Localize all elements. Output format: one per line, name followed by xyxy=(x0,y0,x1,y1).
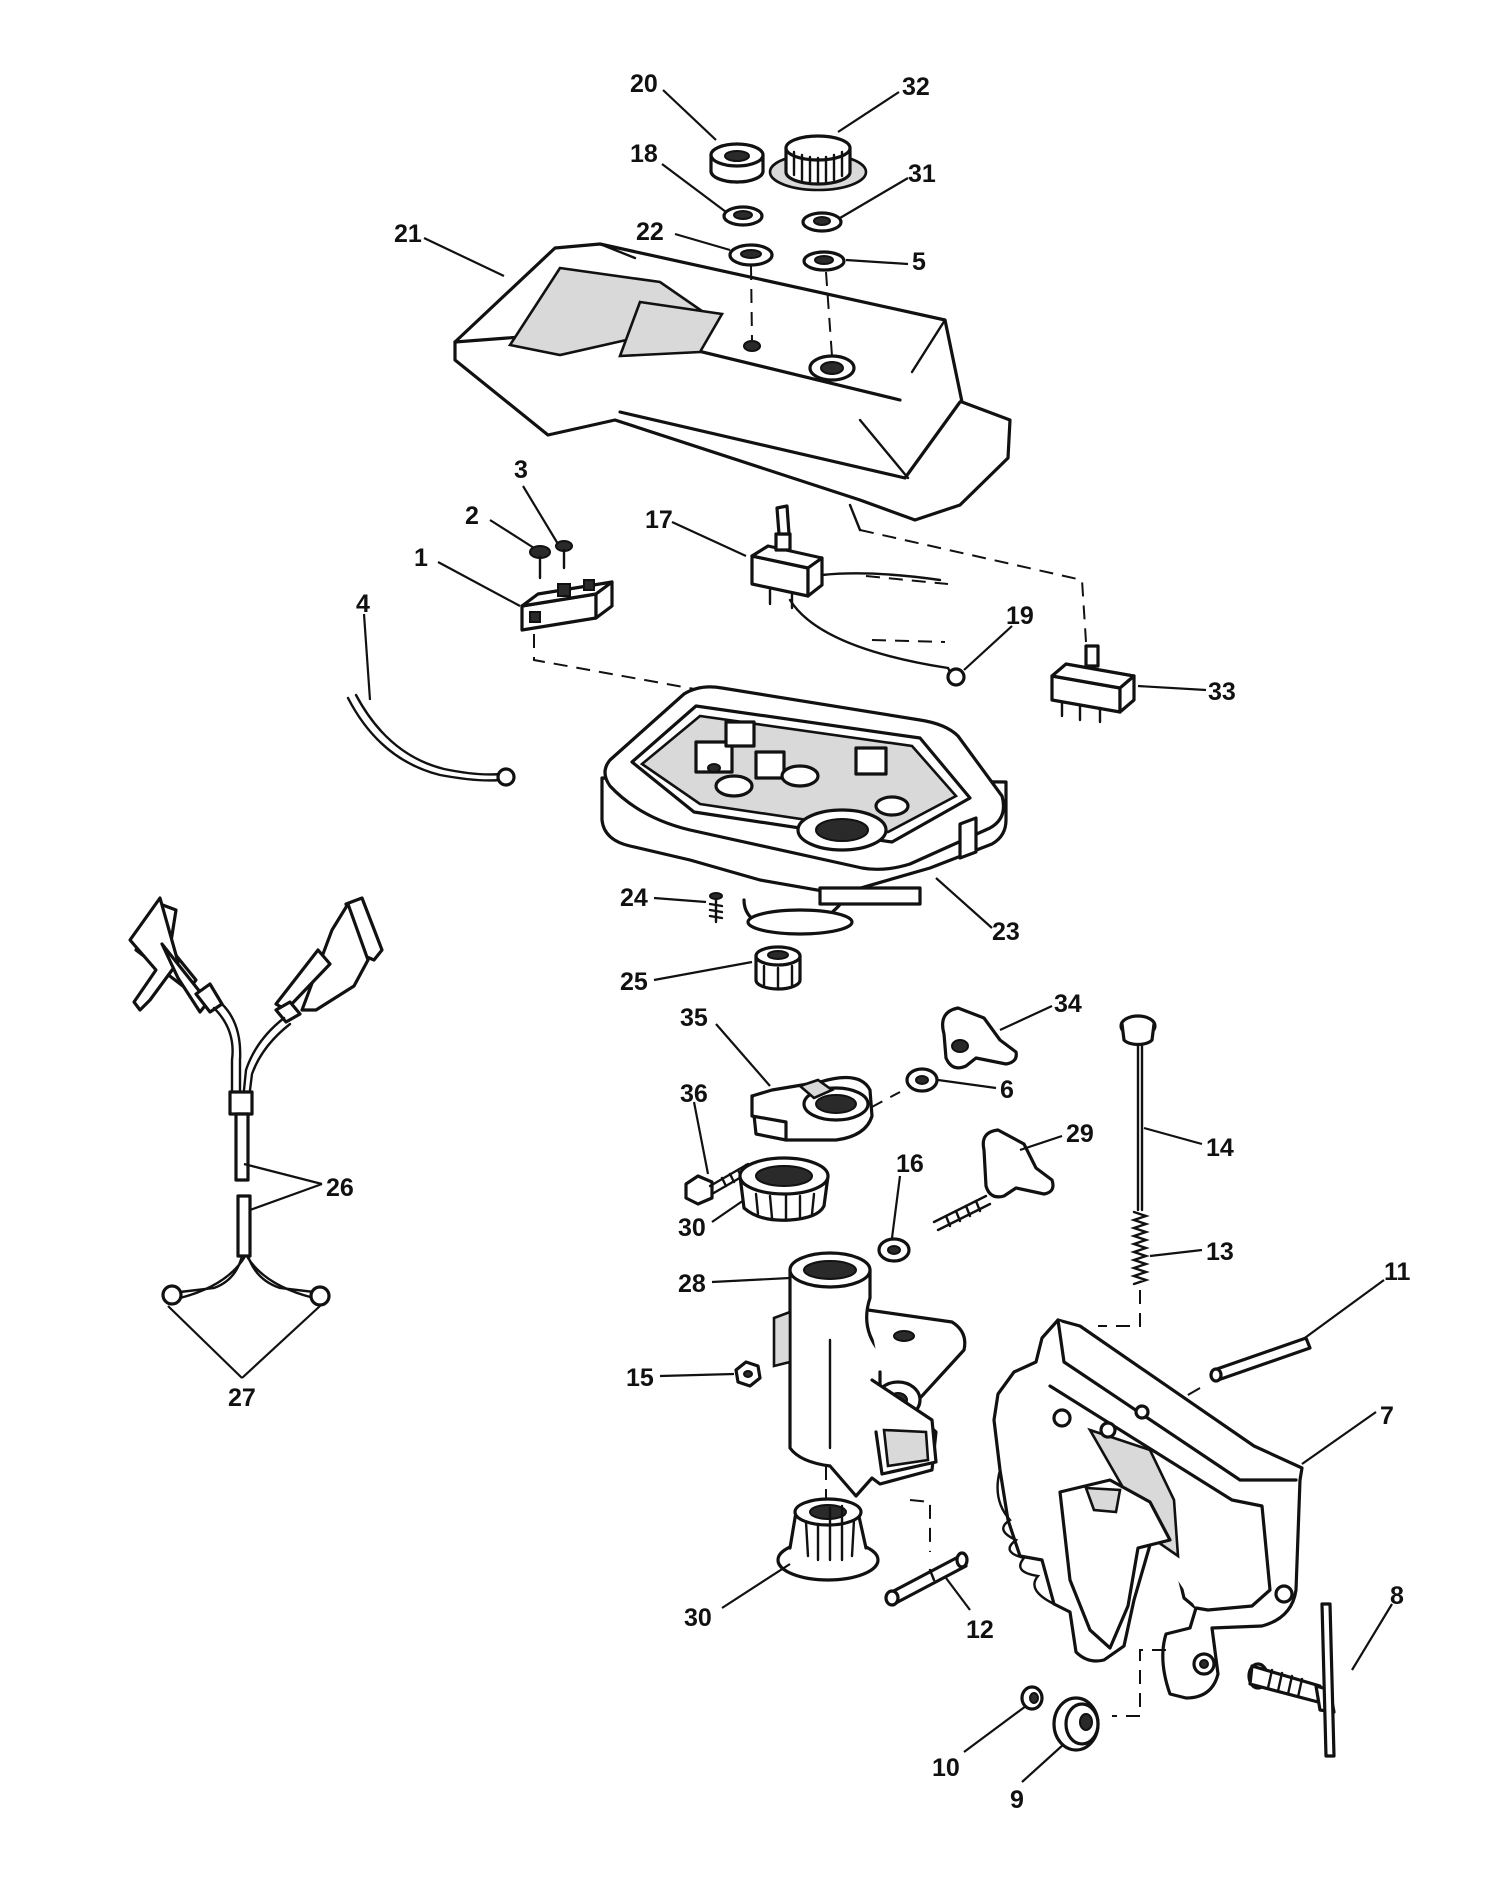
callout-2: 2 xyxy=(465,502,479,530)
part-30-upper-bushing xyxy=(738,1156,830,1222)
part-34-wing-nut xyxy=(941,1006,1018,1070)
part-20-cap-nut xyxy=(709,142,765,184)
callout-27: 27 xyxy=(228,1384,256,1412)
callout-33: 33 xyxy=(1208,678,1236,706)
part-21-pedal-housing xyxy=(453,242,1012,532)
part-16-washer xyxy=(877,1237,911,1263)
callout-28: 28 xyxy=(678,1270,706,1298)
callout-24: 24 xyxy=(620,884,648,912)
part-1-terminal-block xyxy=(520,579,614,632)
callout-5: 5 xyxy=(912,248,926,276)
part-31-nut xyxy=(801,211,843,233)
part-32-control-knob xyxy=(768,134,868,192)
callout-18: 18 xyxy=(630,140,658,168)
part-12-pivot-pin xyxy=(884,1551,969,1607)
part-9-swivel-pad xyxy=(1052,1696,1100,1752)
callout-19: 19 xyxy=(1006,602,1034,630)
callout-12: 12 xyxy=(966,1616,994,1644)
callout-8: 8 xyxy=(1390,1582,1404,1610)
part-28-swivel-bracket xyxy=(772,1251,967,1498)
callout-11: 11 xyxy=(1384,1258,1411,1286)
callout-13: 13 xyxy=(1206,1238,1234,1266)
callout-10: 10 xyxy=(932,1754,960,1782)
callout-30-lower: 30 xyxy=(684,1604,712,1632)
callout-6: 6 xyxy=(1000,1076,1014,1104)
part-8-clamp-screw xyxy=(1247,1602,1336,1758)
part-27-ring-terminals xyxy=(161,1284,331,1307)
part-10-nut xyxy=(1020,1685,1044,1711)
callout-25: 25 xyxy=(620,968,648,996)
part-5-lock-washer xyxy=(802,250,846,272)
part-13-spring xyxy=(1130,1210,1150,1286)
part-25-bushing xyxy=(754,945,802,991)
callout-16: 16 xyxy=(896,1150,924,1178)
part-35-steering-clamp xyxy=(750,1075,874,1142)
part-7-transom-bracket xyxy=(992,1318,1304,1700)
part-24-screw xyxy=(708,892,724,924)
part-15-nut xyxy=(734,1360,762,1388)
callout-1: 1 xyxy=(414,544,428,572)
callout-30-upper: 30 xyxy=(678,1214,706,1242)
callout-15: 15 xyxy=(626,1364,654,1392)
callout-17: 17 xyxy=(645,506,673,534)
callout-32: 32 xyxy=(902,73,930,101)
callout-4: 4 xyxy=(356,590,370,618)
callout-26: 26 xyxy=(326,1174,354,1202)
part-29-wing-bolt xyxy=(932,1128,1055,1232)
callout-31: 31 xyxy=(908,160,936,188)
leader-lines xyxy=(167,89,1393,1783)
callout-14: 14 xyxy=(1206,1134,1234,1162)
part-11-pin xyxy=(1209,1336,1312,1383)
part-4-wire-lead xyxy=(346,693,516,787)
callout-9: 9 xyxy=(1010,1786,1024,1814)
part-18-lock-nut xyxy=(722,205,764,227)
part-2-screw xyxy=(529,545,551,580)
callout-34: 34 xyxy=(1054,990,1082,1018)
part-6-washer xyxy=(905,1067,939,1093)
callout-36: 36 xyxy=(680,1080,708,1108)
callout-20: 20 xyxy=(630,70,658,98)
callout-29: 29 xyxy=(1066,1120,1094,1148)
part-3-screw xyxy=(555,540,573,570)
part-23-pedal-base xyxy=(600,685,1008,936)
callout-22: 22 xyxy=(636,218,664,246)
callout-labels: 20 32 18 31 21 22 5 3 2 17 1 4 19 33 24 … xyxy=(228,70,1411,1814)
callout-3: 3 xyxy=(514,456,528,484)
part-33-reversing-switch xyxy=(1050,644,1136,724)
part-30-lower-bushing xyxy=(776,1497,880,1582)
part-26-battery-leads xyxy=(128,896,384,1300)
part-17-toggle-switch xyxy=(750,504,966,687)
part-14-release-rod xyxy=(1119,1014,1157,1212)
part-22-washer xyxy=(728,243,774,267)
callout-23: 23 xyxy=(992,918,1020,946)
callout-21: 21 xyxy=(394,220,422,248)
callout-35: 35 xyxy=(680,1004,708,1032)
callout-7: 7 xyxy=(1380,1402,1394,1430)
